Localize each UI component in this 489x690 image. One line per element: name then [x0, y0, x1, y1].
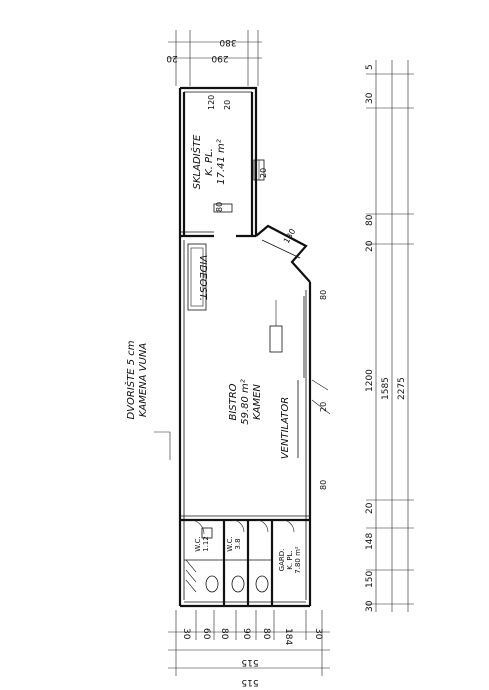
ventilator-area: VENTILATOR	[280, 379, 331, 459]
dim-top-20: 20	[166, 53, 178, 63]
dim-int-5: 20	[319, 402, 328, 412]
videostene-unit: VIDEOST.	[187, 243, 208, 311]
outer-walls	[178, 86, 312, 608]
bistro-floor: KAMEN	[252, 384, 263, 420]
dim-int-1: 20	[223, 100, 232, 110]
dim-right-sec-5: 20	[365, 240, 375, 252]
dim-right-sec-2: 148	[365, 533, 375, 550]
ventilator-label: VENTILATOR	[280, 397, 291, 459]
garderoba-name: GARD.	[278, 549, 286, 572]
right-dimension-lines: 5 30 30 150 148 20 1200 20 80 1585 2275	[365, 60, 414, 612]
videostene-label: VIDEOST.	[197, 255, 208, 301]
outside-note-line1: DVORIŠTE 5 cm	[124, 340, 137, 419]
storage-room-label: SKLADIŠTE K. PL. 17.41 m²	[190, 134, 227, 189]
dim-int-7: 20	[259, 168, 268, 178]
dim-bottom-outer: 515	[241, 677, 258, 687]
dim-bottom-part-5: 184	[283, 628, 293, 645]
dim-int-4: 80	[319, 290, 328, 300]
dim-right-sec-0: 30	[365, 600, 375, 612]
storage-name: SKLADIŠTE	[190, 134, 203, 189]
bistro-name: BISTRO	[228, 383, 239, 420]
dim-right-total-1: 1585	[381, 377, 391, 400]
bottom-dimension-lines: 30 60 80 90 80 184 30 515 515	[168, 610, 330, 687]
garderoba-area: 7.80 m²	[294, 546, 302, 574]
dim-int-2: 80	[215, 202, 224, 212]
dim-bottom-part-3: 90	[241, 628, 251, 640]
storage-area: 17.41 m²	[216, 139, 227, 185]
top-dimension-lines: 380 290 20	[166, 30, 262, 86]
dim-int-6: 80	[319, 480, 328, 490]
dim-bottom-mid: 515	[241, 657, 258, 667]
outside-note-line2: KAMENA VUNA	[138, 343, 149, 417]
dim-int-3: 130	[282, 227, 297, 245]
wc-partitions	[180, 515, 310, 606]
dim-bottom-part-2: 80	[219, 628, 229, 640]
wc-left-name: W.C.	[194, 536, 202, 551]
storage-type: K. PL.	[204, 148, 215, 176]
dim-right-sec-1: 150	[365, 571, 375, 588]
dim-right-sec-6: 80	[365, 214, 375, 226]
dim-int-0: 120	[207, 95, 216, 110]
dim-right-sec-4: 1200	[365, 369, 375, 392]
dim-bottom-part-1: 60	[201, 628, 211, 640]
dim-right-top-1: 30	[365, 92, 375, 104]
wc-labels: W.C. 1.12 W.C. 3.8 GARD. K. PL. 7.80 m²	[194, 536, 302, 574]
storage-windows	[213, 159, 265, 213]
wc-left-area: 1.12	[202, 536, 210, 552]
dim-right-total-2: 2275	[397, 377, 407, 400]
dim-bottom-part-6: 30	[313, 628, 323, 640]
dim-bottom-part-4: 80	[261, 628, 271, 640]
wc-right-area: 3.8	[234, 538, 242, 549]
dim-top-380: 380	[219, 37, 236, 47]
dim-bottom-part-0: 30	[181, 628, 191, 640]
bistro-area: 59.80 m²	[240, 379, 251, 425]
garderoba-type: K. PL.	[286, 550, 294, 569]
bistro-room-label: BISTRO 59.80 m² KAMEN	[228, 379, 263, 425]
outside-note: DVORIŠTE 5 cm KAMENA VUNA	[124, 340, 171, 460]
dim-right-top-0: 5	[365, 64, 375, 70]
dim-top-290: 290	[211, 53, 228, 63]
wc-right-name: W.C.	[226, 536, 234, 551]
dim-right-sec-3: 20	[365, 502, 375, 514]
bar-counter	[269, 296, 305, 378]
